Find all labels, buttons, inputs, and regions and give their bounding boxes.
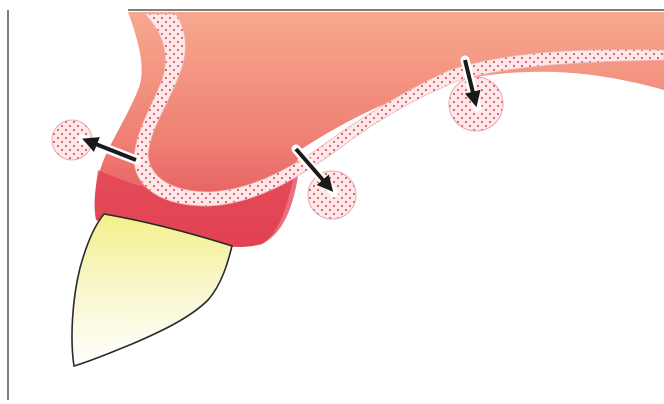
- diagram: [0, 0, 664, 404]
- diagram-canvas: [0, 0, 664, 404]
